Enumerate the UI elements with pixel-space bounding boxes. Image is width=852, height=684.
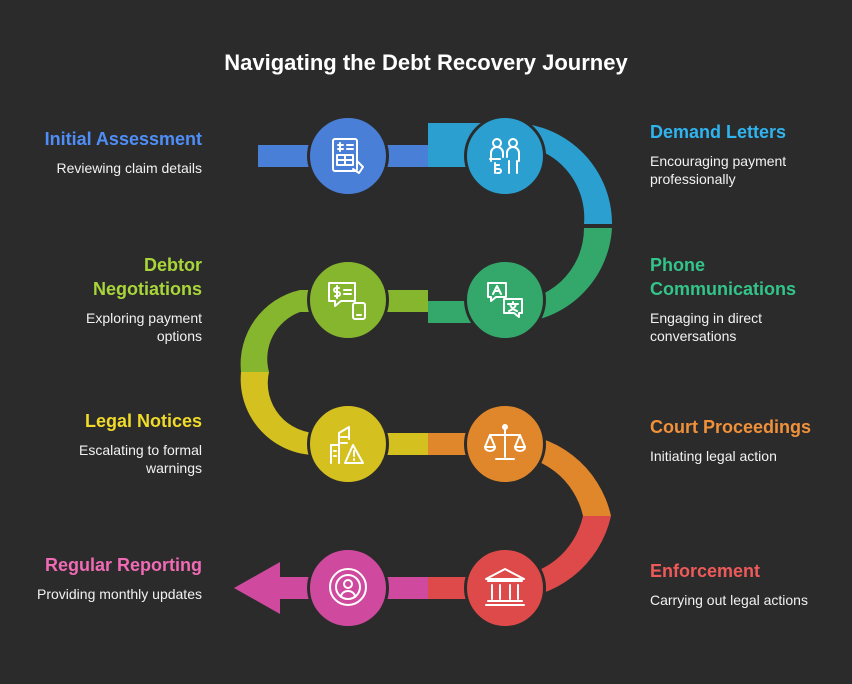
- node-regular-reporting: [307, 547, 389, 629]
- invoice-hand-icon: [332, 138, 364, 174]
- step-desc: Reviewing claim details: [56, 160, 202, 176]
- step-title: Enforcement: [650, 561, 761, 581]
- step-title: Phone Communications: [650, 255, 797, 299]
- step-title: Debtor Negotiations: [92, 255, 202, 299]
- step-desc: Encouraging payment professionally: [650, 153, 787, 187]
- step-title: Initial Assessment: [44, 129, 202, 149]
- end-arrow-icon: [234, 562, 280, 614]
- step-title: Regular Reporting: [44, 555, 202, 575]
- step-title: Court Proceedings: [650, 417, 812, 437]
- node-phone-communications: [464, 259, 546, 341]
- step-demand-letters: Demand Letters Encouraging payment profe…: [650, 120, 830, 188]
- step-court-proceedings: Court Proceedings Initiating legal actio…: [650, 415, 840, 465]
- two-people-icon: [489, 138, 520, 174]
- buildings-warning-icon: [330, 426, 364, 464]
- step-desc: Exploring payment options: [86, 310, 202, 344]
- step-desc: Initiating legal action: [650, 448, 777, 464]
- step-phone-communications: Phone Communications Engaging in direct …: [650, 253, 830, 345]
- road-segment-demand: [428, 122, 613, 224]
- step-legal-notices: Legal Notices Escalating to formal warni…: [42, 409, 202, 477]
- step-initial-assessment: Initial Assessment Reviewing claim detai…: [0, 127, 202, 177]
- node-demand-letters: [464, 115, 546, 197]
- node-court-proceedings: [464, 403, 546, 485]
- step-regular-reporting: Regular Reporting Providing monthly upda…: [22, 553, 202, 603]
- node-enforcement: [464, 547, 546, 629]
- node-initial-assessment: [307, 115, 389, 197]
- step-title: Legal Notices: [84, 411, 202, 431]
- translate-chat-icon: [487, 282, 523, 318]
- courthouse-icon: [485, 568, 525, 606]
- step-desc: Providing monthly updates: [37, 586, 202, 602]
- step-desc: Engaging in direct conversations: [650, 310, 763, 344]
- scales-icon: [484, 424, 526, 460]
- page-title: Navigating the Debt Recovery Journey: [224, 50, 628, 75]
- step-desc: Carrying out legal actions: [650, 592, 808, 608]
- road-segment-phone: [428, 228, 612, 324]
- node-debtor-negotiations: [307, 259, 389, 341]
- step-debtor-negotiations: Debtor Negotiations Exploring payment op…: [42, 253, 202, 345]
- step-desc: Escalating to formal warnings: [79, 442, 202, 476]
- money-chat-phone-icon: [328, 282, 366, 320]
- person-signal-icon: [329, 568, 367, 606]
- step-enforcement: Enforcement Carrying out legal actions: [650, 559, 840, 609]
- step-title: Demand Letters: [650, 122, 787, 142]
- node-legal-notices: [307, 403, 389, 485]
